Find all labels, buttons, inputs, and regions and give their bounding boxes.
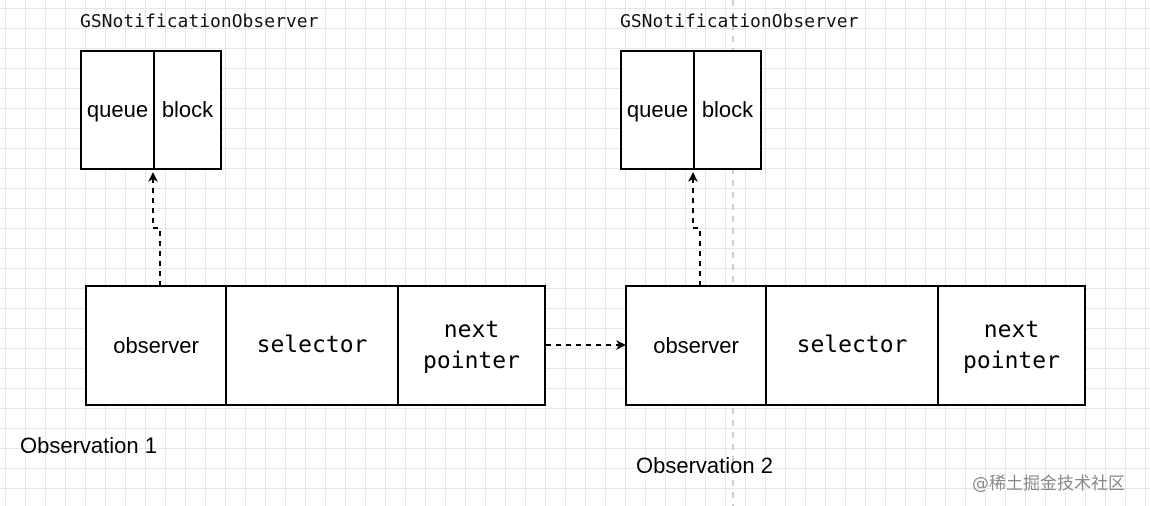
observation-1-next-pointer-cell: next pointer — [397, 285, 546, 406]
observation-1-caption: Observation 1 — [20, 433, 157, 458]
watermark: @稀土掘金技术社区 — [972, 474, 1125, 494]
observer-link-arrow-2 — [688, 172, 701, 286]
observation-2-next-pointer-cell: next pointer — [937, 285, 1086, 406]
observer-1-title: GSNotificationObserver — [80, 11, 319, 32]
observer-2-title: GSNotificationObserver — [620, 11, 859, 32]
observation-2-observer-cell: observer — [625, 285, 767, 406]
observer-2-queue-cell: queue — [620, 50, 695, 170]
observer-1-queue-cell: queue — [80, 50, 155, 170]
observation-1-observer-cell: observer — [85, 285, 227, 406]
observation-2-caption: Observation 2 — [636, 453, 773, 478]
observation-2-selector-cell: selector — [765, 285, 939, 406]
observation-1-selector-cell: selector — [225, 285, 399, 406]
observer-1-block-cell: block — [153, 50, 222, 170]
observer-link-arrow-1 — [148, 172, 161, 286]
observer-2-block-cell: block — [693, 50, 762, 170]
